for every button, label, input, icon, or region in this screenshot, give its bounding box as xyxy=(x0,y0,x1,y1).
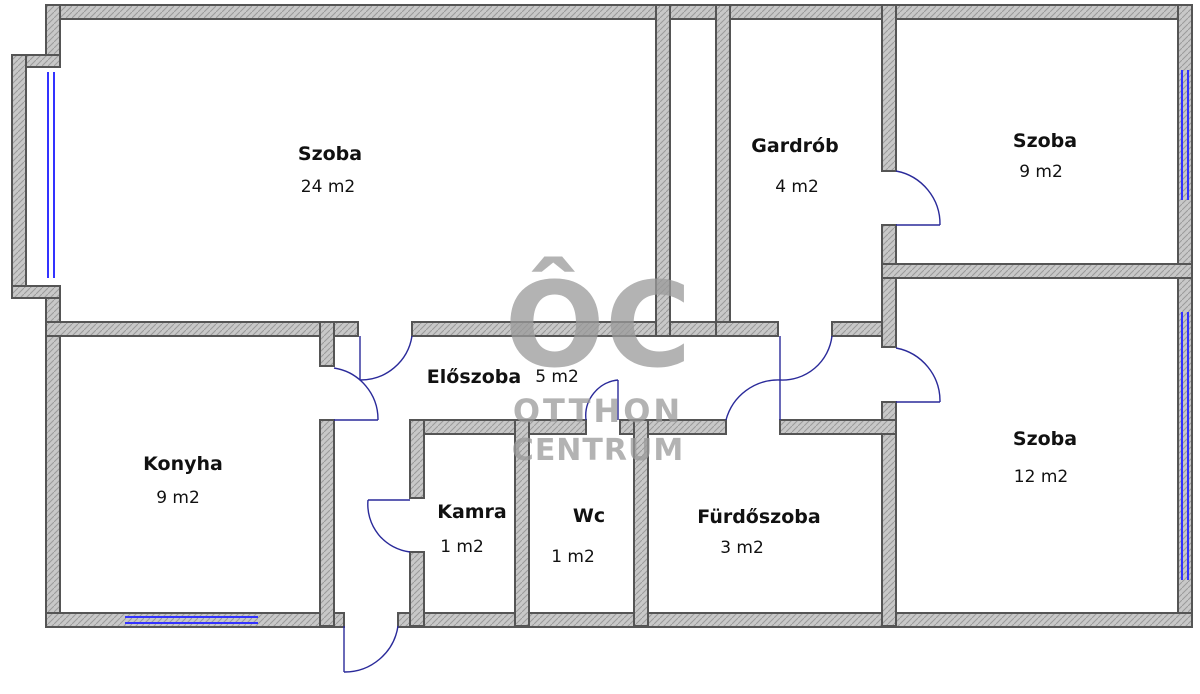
wall-right-vert-3 xyxy=(881,401,897,627)
wall-bigroom-bottom-left xyxy=(45,321,359,337)
room-name-right: Szoba xyxy=(1013,428,1077,450)
room-area-wc: 1 m2 xyxy=(551,547,595,567)
wall-shaft-right xyxy=(715,4,731,337)
wall-outer-right xyxy=(1177,4,1193,627)
wall-shaft-left xyxy=(655,4,671,337)
wall-kamra-left-top xyxy=(409,419,425,499)
door-room-right xyxy=(895,347,941,403)
door-kamra xyxy=(367,499,411,553)
wall-right-rooms-divider xyxy=(881,263,1193,279)
door-bathroom xyxy=(725,379,781,421)
room-area-hall: 5 m2 xyxy=(535,367,579,387)
door-bigroom xyxy=(359,335,413,381)
room-area-right: 12 m2 xyxy=(1014,467,1068,487)
wall-right-vert-2 xyxy=(881,224,897,348)
wall-outer-bottom-left xyxy=(45,612,345,628)
door-wc xyxy=(585,379,619,421)
room-area-kamra: 1 m2 xyxy=(440,537,484,557)
wall-outer-bottom-right xyxy=(397,612,1193,628)
wall-kamra-wc xyxy=(514,419,530,627)
door-entry xyxy=(343,625,399,673)
wall-right-vert-1 xyxy=(881,4,897,172)
wall-bay-bottom xyxy=(11,285,61,299)
wall-outer-left xyxy=(45,297,61,627)
windows xyxy=(47,70,1189,624)
wall-wc-bath xyxy=(633,419,649,627)
room-name-wc: Wc xyxy=(573,505,605,527)
room-name-kamra: Kamra xyxy=(437,501,507,523)
wall-service-top-right xyxy=(779,419,897,435)
door-kitchen xyxy=(333,367,379,421)
room-name-bathroom: Fürdőszoba xyxy=(697,506,820,528)
room-name-hall: Előszoba xyxy=(427,366,521,388)
walls xyxy=(11,4,1193,628)
room-name-small: Szoba xyxy=(1013,130,1077,152)
room-area-kitchen: 9 m2 xyxy=(156,488,200,508)
room-labels: Szoba 24 m2 Gardrób 4 m2 Szoba 9 m2 Kony… xyxy=(143,130,1077,567)
door-gardrob xyxy=(779,335,833,381)
room-name-kitchen: Konyha xyxy=(143,453,223,475)
wall-outer-top xyxy=(45,4,1193,20)
watermark-line2: CENTRUM xyxy=(512,433,684,468)
wall-bay-left xyxy=(11,54,27,299)
door-room-small xyxy=(895,170,941,226)
wall-outer-left-top xyxy=(45,4,61,56)
doors xyxy=(333,170,941,673)
watermark-logo: ÔC OTTHON CENTRUM xyxy=(505,256,692,468)
wall-kamra-left-bottom xyxy=(409,551,425,627)
room-name-living: Szoba xyxy=(298,143,362,165)
room-area-gardrob: 4 m2 xyxy=(775,177,819,197)
watermark-line1: OTTHON xyxy=(513,392,683,430)
wall-kitchen-right-top xyxy=(319,321,335,367)
wall-kitchen-right xyxy=(319,419,335,627)
room-area-living: 24 m2 xyxy=(301,177,355,197)
watermark-monogram: ÔC xyxy=(505,256,692,394)
wall-gardrob-bottom-left xyxy=(715,321,779,337)
room-area-bathroom: 3 m2 xyxy=(720,538,764,558)
room-area-small: 9 m2 xyxy=(1019,162,1063,182)
room-name-gardrob: Gardrób xyxy=(751,135,838,157)
